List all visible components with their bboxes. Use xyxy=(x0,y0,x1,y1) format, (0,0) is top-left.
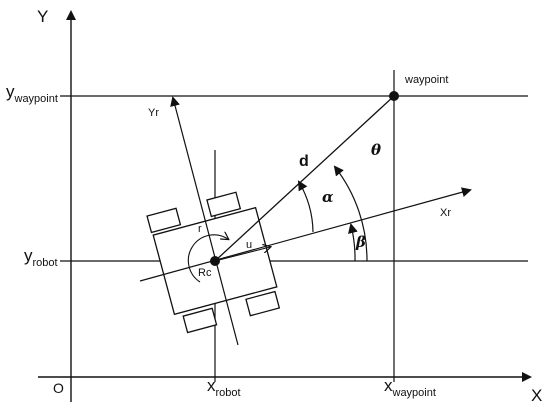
wheel-rear-left xyxy=(182,307,218,334)
x-robot-label: xrobot xyxy=(207,376,241,399)
angular-velocity-label: r xyxy=(198,223,202,235)
robot-y-axis xyxy=(170,96,239,346)
y-axis-label: Y xyxy=(37,7,48,26)
waypoint-point xyxy=(389,91,399,101)
y-waypoint-label: ywaypoint xyxy=(6,82,58,105)
beta-arc xyxy=(348,223,358,262)
wheel-front-left xyxy=(146,207,182,234)
wheel-rear-right xyxy=(245,290,281,317)
robot-y-axis-label: Yr xyxy=(148,107,159,119)
x-waypoint-label: xwaypoint xyxy=(384,376,436,399)
theta-label: θ xyxy=(371,141,381,159)
beta-label: β xyxy=(355,233,366,251)
alpha-arc xyxy=(297,180,314,233)
alpha-label: α xyxy=(322,188,334,206)
robot-center-label: Rc xyxy=(198,267,212,279)
robot-x-axis xyxy=(139,187,472,282)
robot-x-axis-label: Xr xyxy=(440,207,451,219)
linear-velocity-label: u xyxy=(246,239,252,251)
x-axis-label: X xyxy=(531,386,542,405)
y-robot-label: yrobot xyxy=(24,246,58,269)
waypoint-label: waypoint xyxy=(404,74,448,86)
distance-line xyxy=(214,95,395,262)
origin-label: O xyxy=(53,380,64,396)
angular-velocity-arrow xyxy=(187,235,228,283)
wheel-front-right xyxy=(206,191,242,218)
theta-arc xyxy=(333,165,368,262)
linear-velocity-arrow xyxy=(214,247,270,262)
distance-label: d xyxy=(299,153,309,170)
